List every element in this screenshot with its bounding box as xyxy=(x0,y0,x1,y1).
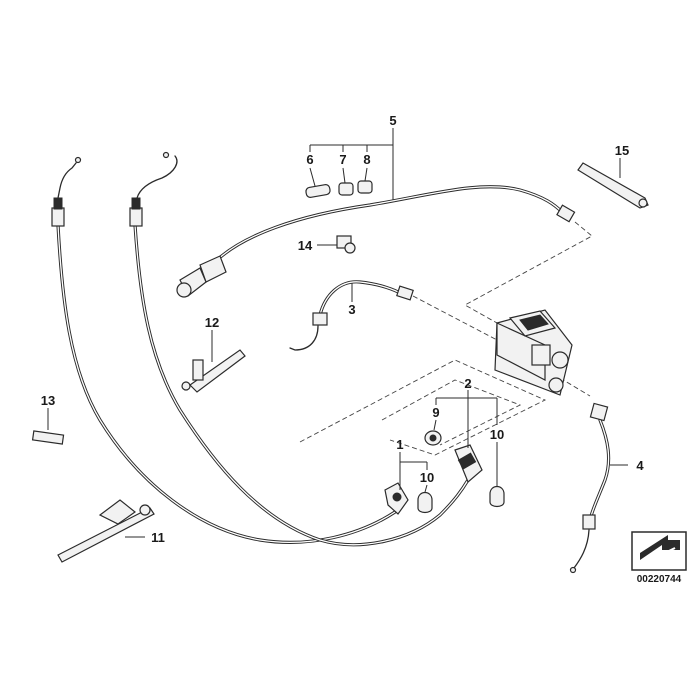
connector-part-2 xyxy=(454,444,483,483)
callout-2: 2 xyxy=(464,376,471,391)
callout-leaders xyxy=(47,128,628,538)
callout-4: 4 xyxy=(636,458,644,473)
callout-9: 9 xyxy=(432,405,439,420)
control-unit xyxy=(494,309,573,396)
callout-13: 13 xyxy=(41,393,55,408)
callout-1: 1 xyxy=(396,437,403,452)
throttle-cable-right xyxy=(129,151,470,547)
callout-6: 6 xyxy=(306,152,313,167)
small-parts xyxy=(31,162,649,514)
callout-7: 7 xyxy=(339,152,346,167)
callout-14: 14 xyxy=(298,238,313,253)
guide-part-12 xyxy=(181,349,246,393)
callout-11: 11 xyxy=(151,530,165,545)
cable-3 xyxy=(289,280,414,351)
assembly-dashed-lines xyxy=(299,221,593,456)
cable-tie-part-11 xyxy=(57,499,155,563)
diagram-reference-icon: 00220744 xyxy=(631,531,687,585)
cable-4 xyxy=(569,402,611,574)
diagram-number: 00220744 xyxy=(637,574,682,585)
callout-10-b: 10 xyxy=(420,470,434,485)
callout-5: 5 xyxy=(389,113,396,128)
callout-numbers: 1 2 3 4 5 6 7 8 9 10 10 11 12 13 14 15 xyxy=(41,113,645,545)
connector-part-1 xyxy=(384,482,409,515)
throttle-cable-left xyxy=(51,156,397,544)
callout-12: 12 xyxy=(205,315,219,330)
callout-8: 8 xyxy=(363,152,370,167)
callout-3: 3 xyxy=(348,302,355,317)
callout-10-a: 10 xyxy=(490,427,504,442)
callout-15: 15 xyxy=(615,143,629,158)
cable-5 xyxy=(176,185,576,298)
